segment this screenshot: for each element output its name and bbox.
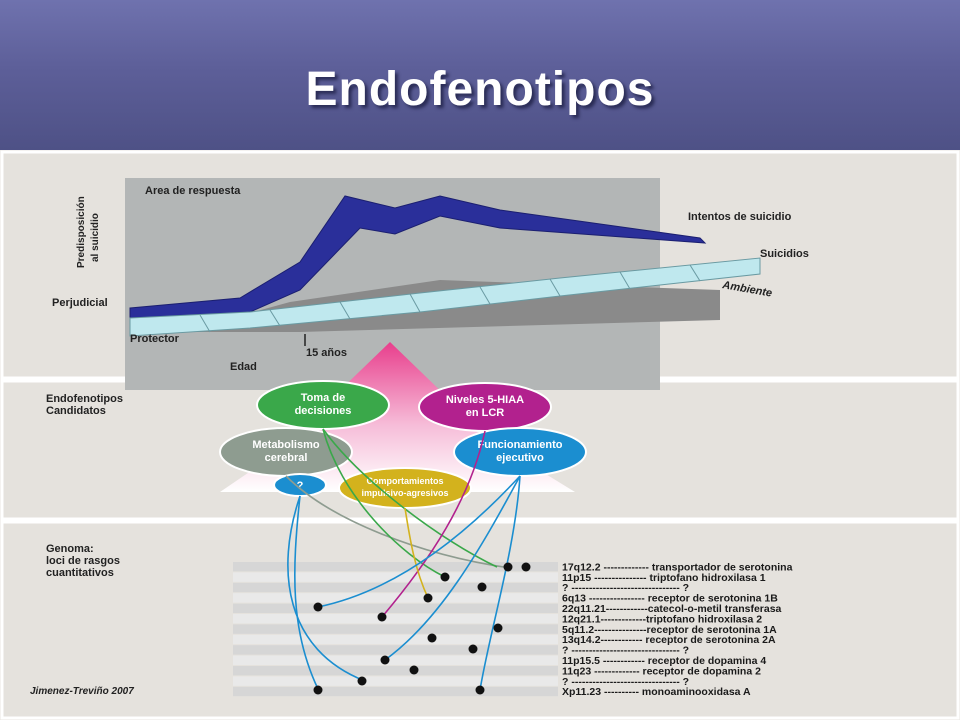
genome-heading-line1: Genoma: bbox=[46, 543, 94, 555]
slide-title: Endofenotipos bbox=[305, 63, 655, 116]
y-axis-label-line2: al suicidio bbox=[90, 213, 101, 262]
locus-row-stripe bbox=[233, 634, 558, 645]
locus-row-stripe bbox=[233, 614, 558, 624]
genome-heading-line3: cuantitativos bbox=[46, 567, 114, 579]
suicides-curve bbox=[129, 257, 761, 337]
svg-text:Comportamientos: Comportamientos bbox=[366, 476, 443, 486]
endophenotype-heading-line1: Endofenotipos bbox=[46, 393, 123, 405]
locus-dot bbox=[440, 572, 450, 582]
bubble-hiaa: Niveles 5-HIAA en LCR bbox=[418, 382, 552, 432]
locus-row-stripe bbox=[233, 562, 558, 572]
locus-dot bbox=[493, 623, 503, 633]
locus-label: 13q14.2------------ receptor de serotoni… bbox=[562, 634, 776, 646]
y-axis-label-line1: Predisposición bbox=[76, 196, 87, 268]
locus-label: ? ------------------------------- ? bbox=[562, 645, 689, 657]
locus-row-stripe bbox=[233, 676, 558, 686]
bubble-impulsive: Comportamientos impulsivo-agresivos bbox=[338, 467, 472, 509]
connector-unknown-maoa bbox=[294, 495, 319, 690]
svg-text:Toma de: Toma de bbox=[301, 392, 345, 404]
suicides-curve-label: Suicidios bbox=[760, 248, 809, 260]
age-marker-label: 15 años bbox=[306, 347, 347, 359]
locus-dot bbox=[313, 602, 323, 612]
svg-text:decisiones: decisiones bbox=[295, 405, 352, 417]
locus-row-stripe bbox=[233, 593, 558, 603]
locus-label: 17q12.2 ------------- transportador de s… bbox=[562, 561, 793, 573]
locus-label: ? ------------------------------- ? bbox=[562, 676, 689, 688]
response-area bbox=[125, 178, 660, 390]
locus-label: 6q13 ---------------- receptor de seroto… bbox=[562, 593, 778, 605]
bubble-metabolism: Metabolismo cerebral bbox=[219, 427, 353, 477]
locus-dots bbox=[313, 562, 531, 695]
locus-dot bbox=[477, 582, 487, 592]
genome-heading-line2: loci de rasgos bbox=[46, 555, 120, 567]
locus-dot bbox=[468, 644, 478, 654]
locus-dot bbox=[313, 685, 323, 695]
locus-rows: 17q12.2 ------------- transportador de s… bbox=[233, 561, 793, 698]
locus-row-stripe bbox=[233, 666, 558, 676]
locus-label: 5q11.2---------------receptor de seroton… bbox=[562, 624, 777, 636]
locus-dot bbox=[377, 612, 387, 622]
svg-text:Metabolismo: Metabolismo bbox=[252, 439, 320, 451]
title-bar: Endofenotipos bbox=[0, 0, 960, 150]
locus-label: 12q21.1-------------triptofano hidroxila… bbox=[562, 613, 762, 625]
connector-metabolism-serotonin-transporter bbox=[285, 475, 511, 569]
svg-text:impulsivo-agresivos: impulsivo-agresivos bbox=[361, 488, 448, 498]
locus-dot bbox=[380, 655, 390, 665]
svg-text:Niveles 5-HIAA: Niveles 5-HIAA bbox=[446, 394, 524, 406]
attempts-curve bbox=[129, 195, 707, 319]
svg-text:?: ? bbox=[297, 480, 304, 492]
connector-executive-drd4 bbox=[384, 475, 521, 661]
connector-executive-5ht1b bbox=[317, 475, 521, 608]
connector-hiaa-tph2 bbox=[381, 430, 486, 618]
level-high-label: Perjudicial bbox=[52, 297, 108, 309]
locus-label: ? ------------------------------- ? bbox=[562, 582, 689, 594]
locus-label: 11p15.5 ------------ receptor de dopamin… bbox=[562, 655, 766, 667]
locus-row-stripe bbox=[233, 686, 558, 697]
locus-dot bbox=[409, 665, 419, 675]
locus-row-stripe bbox=[233, 603, 558, 613]
svg-text:en LCR: en LCR bbox=[466, 407, 505, 419]
bubble-decisions: Toma de decisiones bbox=[256, 380, 390, 430]
connector-executive-maoa bbox=[479, 475, 521, 691]
svg-text:Funcionamiento: Funcionamiento bbox=[478, 439, 563, 451]
locus-dot bbox=[357, 676, 367, 686]
svg-text:cerebral: cerebral bbox=[265, 452, 308, 464]
locus-dot bbox=[521, 562, 531, 572]
locus-dot bbox=[423, 593, 433, 603]
endophenotype-figure: Area de respuesta Predisposición al suic… bbox=[0, 150, 960, 720]
locus-label: 11p15 --------------- triptofano hidroxi… bbox=[562, 572, 766, 584]
suicides-segment-lines bbox=[199, 264, 701, 333]
svg-text:ejecutivo: ejecutivo bbox=[496, 452, 544, 464]
credit-label: Jimenez-Treviño 2007 bbox=[30, 686, 134, 697]
locus-row-stripe bbox=[233, 624, 558, 634]
connector-impulsive-comt bbox=[404, 507, 429, 599]
locus-label: Xp11.23 ---------- monoaminooxidasa A bbox=[562, 686, 751, 698]
connector-decisions-tph1 bbox=[322, 428, 446, 578]
connector-lines bbox=[285, 428, 521, 691]
locus-label: 22q11.21------------catecol-o-metil tran… bbox=[562, 603, 782, 615]
locus-row-stripe bbox=[233, 645, 558, 655]
attempts-curve-label: Intentos de suicidio bbox=[688, 211, 792, 223]
bubble-unknown: ? bbox=[273, 473, 327, 497]
bubble-executive: Funcionamiento ejecutivo bbox=[453, 427, 587, 477]
connector-unknown-locus bbox=[287, 495, 366, 682]
locus-dot bbox=[427, 633, 437, 643]
x-axis-label: Edad bbox=[230, 361, 257, 373]
endophenotype-heading-line2: Candidatos bbox=[46, 405, 106, 417]
locus-label: 11q23 ------------- receptor de dopamina… bbox=[562, 665, 761, 677]
locus-dot bbox=[503, 562, 513, 572]
locus-row-stripe bbox=[233, 655, 558, 665]
level-low-label: Protector bbox=[130, 333, 180, 345]
figure-canvas: Area de respuesta Predisposición al suic… bbox=[0, 150, 960, 720]
area-label: Area de respuesta bbox=[145, 185, 241, 197]
locus-row-stripe bbox=[233, 582, 558, 593]
locus-dot bbox=[475, 685, 485, 695]
